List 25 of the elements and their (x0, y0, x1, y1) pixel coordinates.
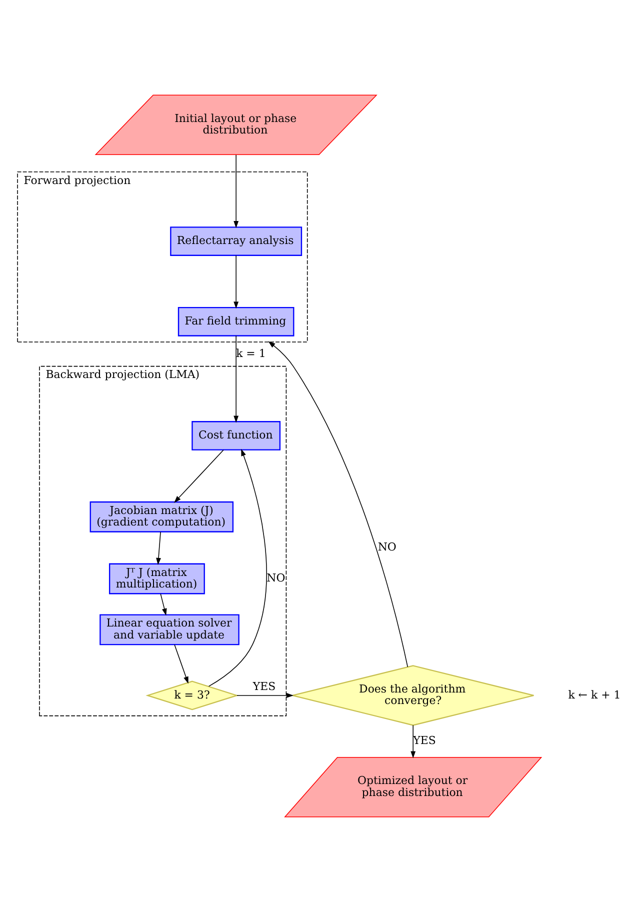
arrow (160, 593, 167, 616)
arrow (156, 532, 161, 565)
arrow (234, 255, 239, 309)
node-box: Jᵀ J (matrix multiplication) (108, 563, 205, 594)
arrow (174, 644, 188, 684)
arrow (174, 450, 224, 503)
edge-label: YES (252, 680, 276, 694)
label: k ← k + 1 (568, 688, 621, 702)
edge-label: NO (378, 540, 396, 554)
node-box: Linear equation solver and variable update (100, 614, 240, 646)
arrow (234, 335, 239, 423)
node-box: Cost function (192, 421, 281, 450)
arrow (268, 341, 408, 668)
node-box: Far field trimming (178, 306, 294, 336)
arrow (410, 724, 416, 758)
edge-label: k = 1 (236, 347, 266, 360)
arrow (236, 692, 294, 698)
edge-label: YES (413, 734, 436, 748)
node-box: Reflectarray analysis (170, 226, 302, 256)
node-diamond: Does the algorithm converge? (292, 665, 534, 726)
node-diamond: k = 3? (146, 680, 239, 710)
arrow (234, 154, 239, 228)
node-box: Jacobian matrix (J) (gradient computation) (90, 501, 234, 532)
edge-label: NO (266, 572, 286, 585)
arrow (208, 448, 267, 687)
